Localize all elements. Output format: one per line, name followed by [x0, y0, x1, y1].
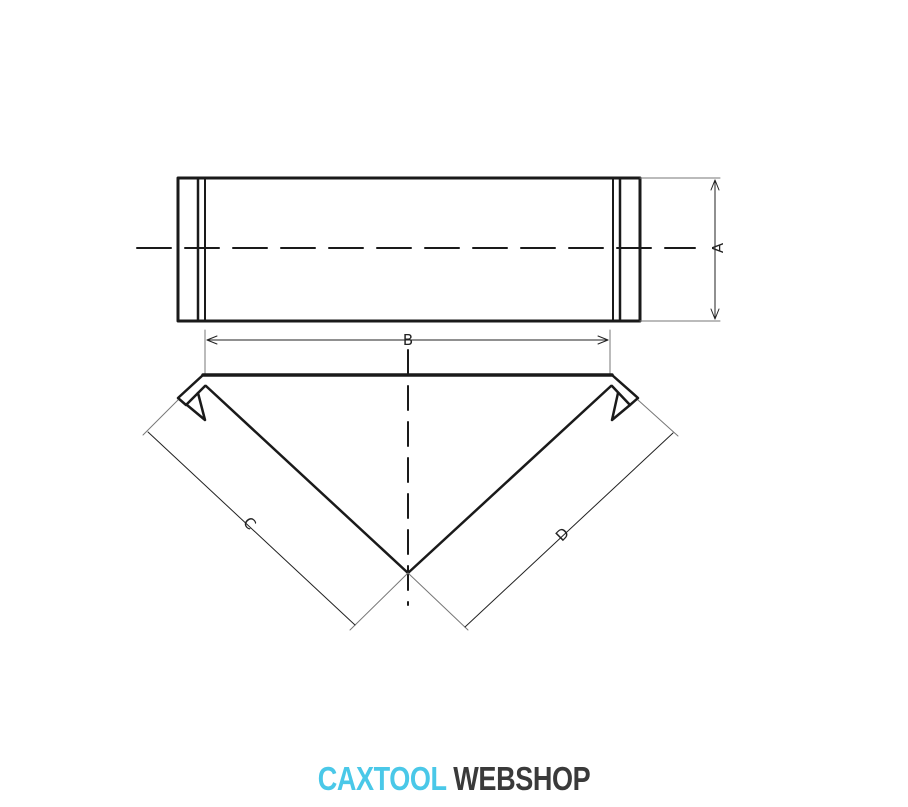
top-view	[136, 176, 696, 323]
dimension-c	[142, 399, 409, 631]
dimension-d	[407, 399, 679, 631]
dimension-label-c: C	[239, 513, 259, 533]
dimension-label-d: D	[552, 524, 573, 545]
dimension-label-a: A	[709, 242, 727, 253]
outer-rect	[176, 176, 642, 323]
logo-caxtool: CAXTOOL	[317, 760, 447, 797]
dimension-a	[639, 177, 721, 322]
dimension-label-b: B	[403, 331, 413, 349]
logo-webshop: WEBSHOP	[453, 760, 591, 797]
dimension-b	[204, 329, 611, 376]
caxtool-webshop-logo: CAXTOOL WEBSHOP	[82, 760, 827, 798]
v-profile	[176, 349, 640, 606]
